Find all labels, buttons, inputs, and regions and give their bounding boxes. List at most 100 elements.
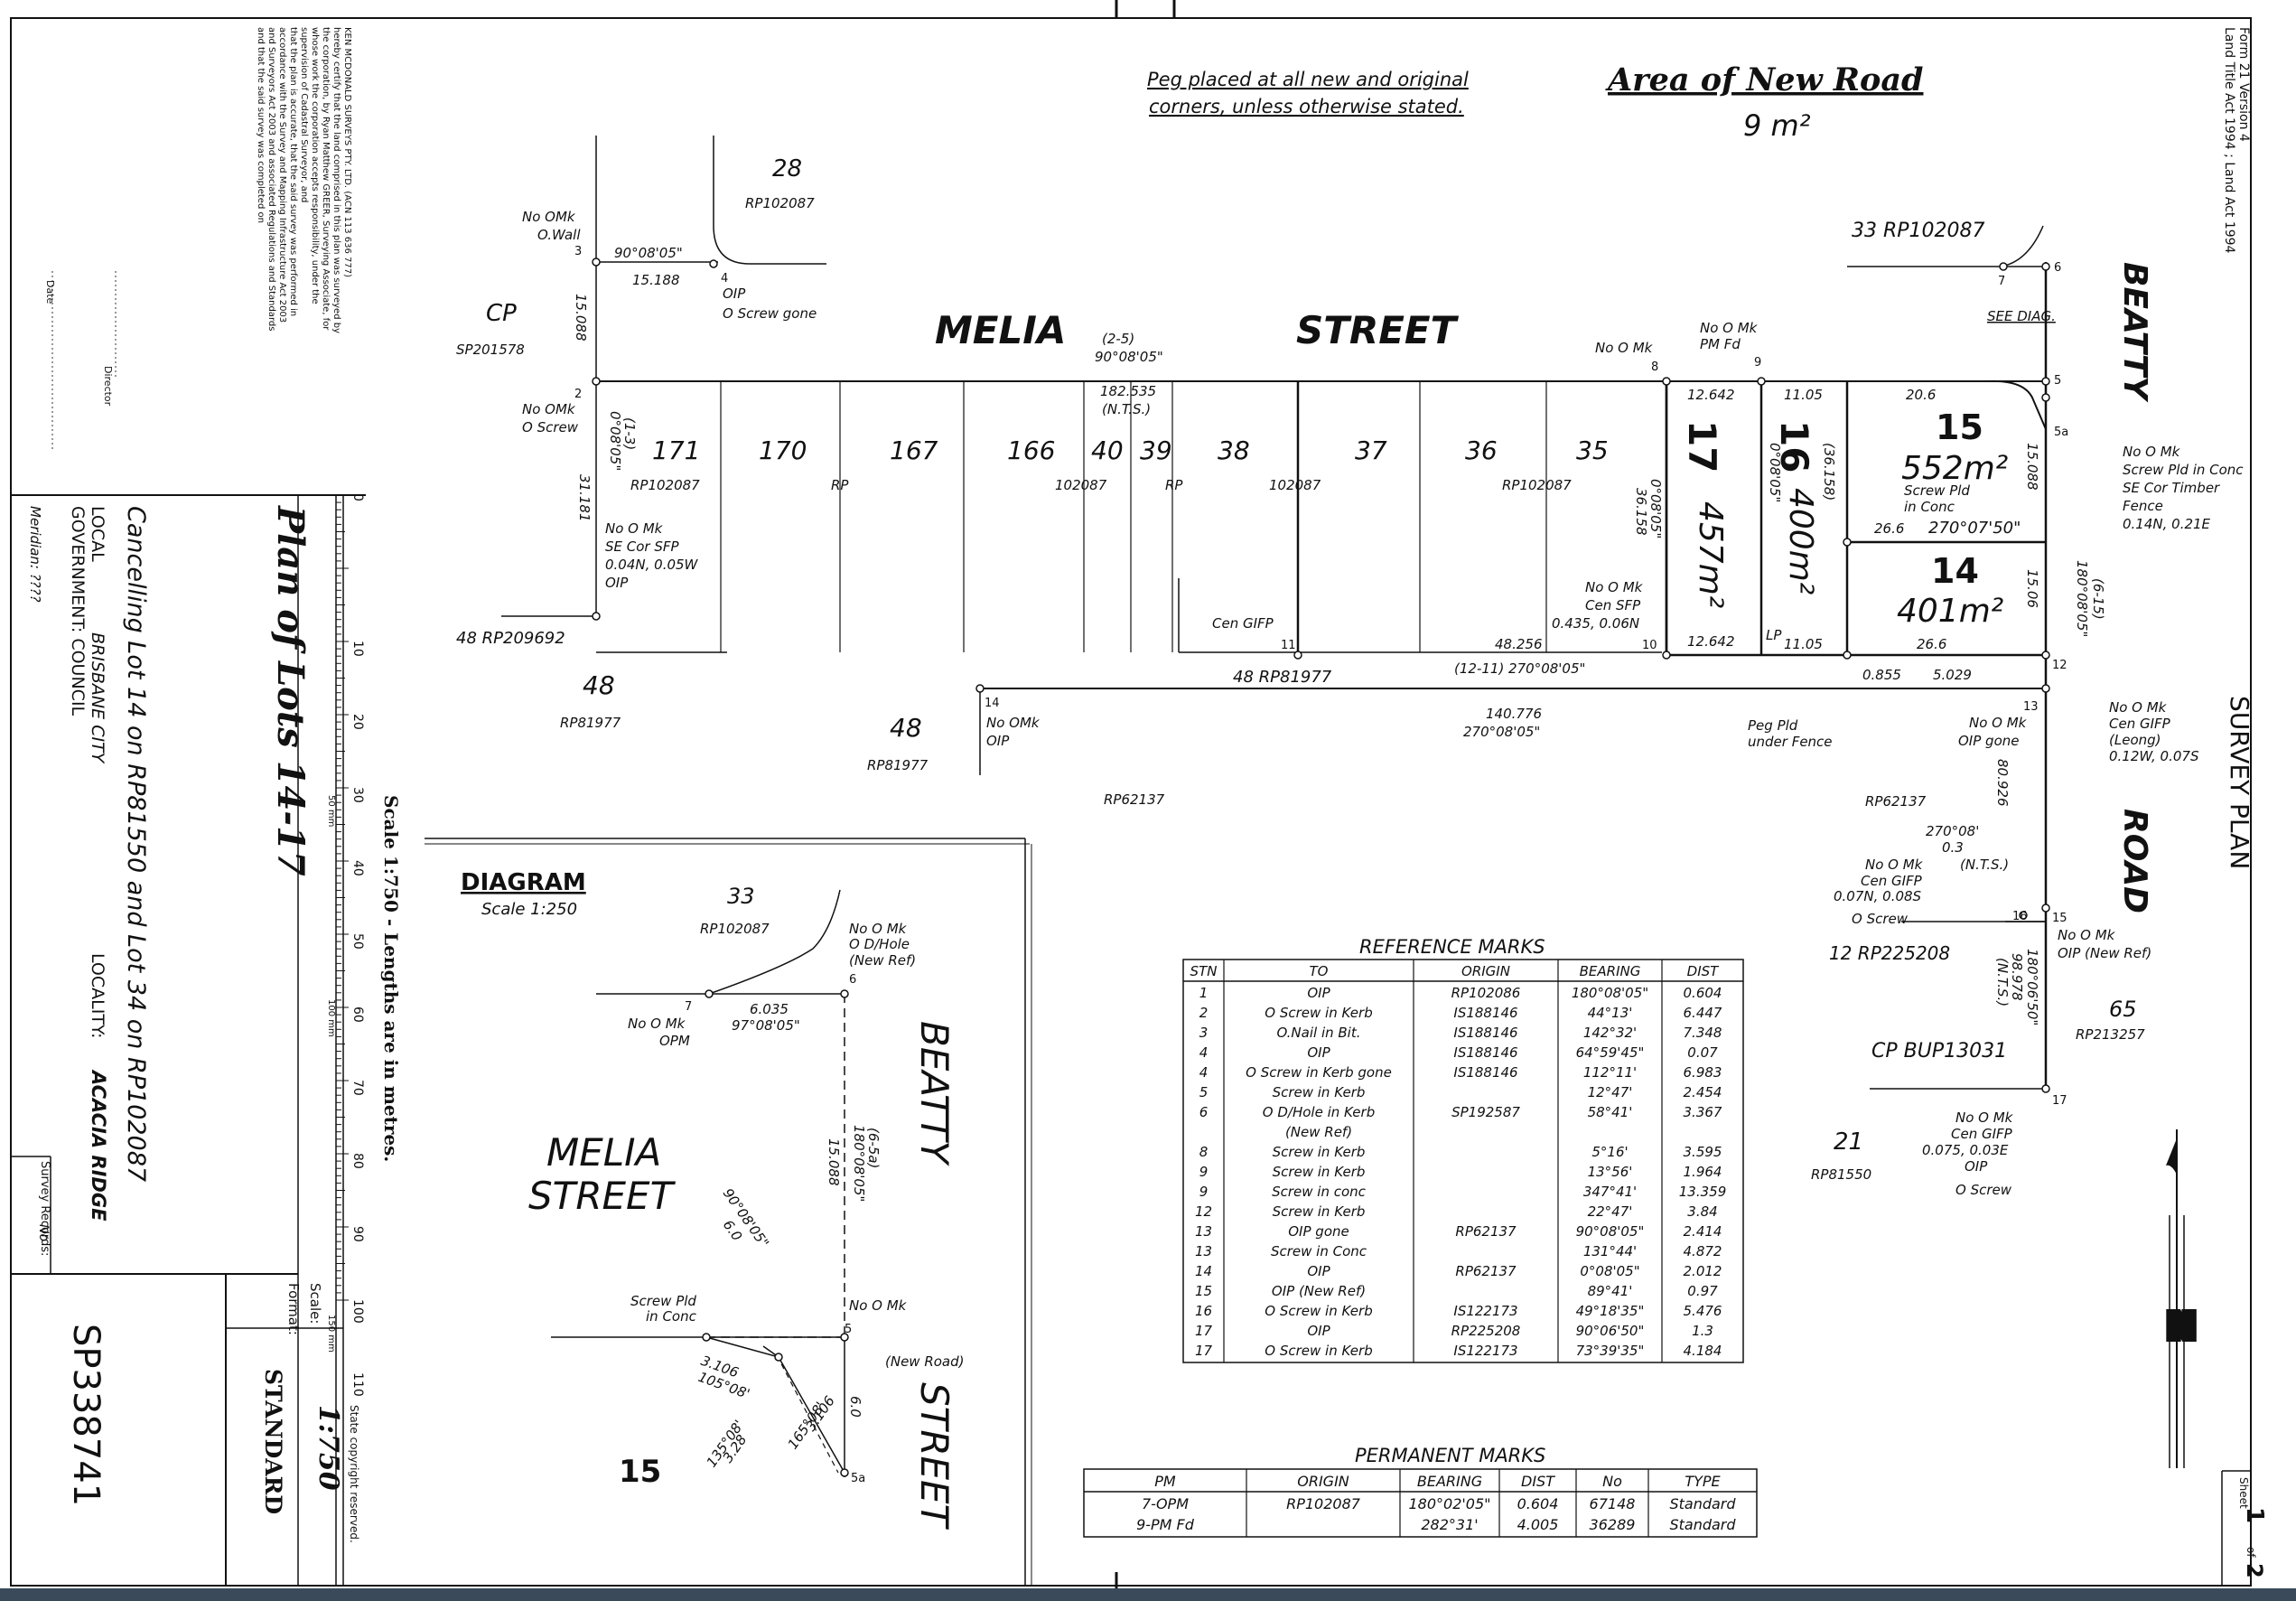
table-cell: 4: [1199, 1064, 1209, 1081]
sheet-total: 2: [2242, 1563, 2267, 1578]
plan-label: SP201578: [456, 342, 525, 358]
table-cell: 4.005: [1517, 1516, 1559, 1533]
point-label: 4: [721, 272, 728, 286]
plan-label: 270°07'50": [1928, 519, 2021, 538]
plan-label: 0.14N, 0.21E: [2123, 516, 2211, 532]
date-label: Date: [44, 280, 56, 304]
point-label: 10: [1642, 639, 1657, 652]
table-cell: IS122173: [1453, 1303, 1517, 1319]
table-cell: 4.872: [1684, 1243, 1722, 1259]
table-cell: 13: [1195, 1223, 1212, 1240]
plan-number: SP338741: [65, 1324, 107, 1506]
table-cell: 9: [1199, 1164, 1209, 1180]
lot-17-area: 457m²: [1692, 501, 1729, 608]
plan-label: 11.05: [1784, 636, 1823, 652]
plan-label: No O Mk: [605, 520, 664, 537]
scale-note: Scale 1:750 - Lengths are in metres.: [380, 795, 402, 1162]
diagram-label: 33: [727, 884, 755, 909]
table-cell: 13.359: [1679, 1184, 1727, 1200]
table-cell: RP62137: [1455, 1223, 1517, 1240]
ruler-label: 20: [350, 714, 365, 730]
plan-label: PM Fd: [1700, 336, 1741, 352]
plan-label: O Screw: [522, 419, 579, 435]
plan-label: 0.435, 0.06N: [1552, 615, 1639, 632]
lot-label: 170: [759, 435, 807, 465]
point-label: 11: [1281, 639, 1296, 652]
table-cell: 13: [1195, 1243, 1212, 1259]
plan-label: 270°08'05": [1463, 724, 1540, 740]
plan-label: No OMk: [522, 209, 576, 225]
plan-label: CP: [486, 300, 517, 327]
table-cell: Standard: [1669, 1516, 1736, 1533]
lot-label: 39: [1140, 435, 1172, 465]
plan-label: OIP: [723, 286, 746, 302]
diagram-label: 97°08'05": [732, 1017, 800, 1034]
area-title: Area of New Road: [1605, 61, 1923, 98]
plan-label: Fence: [2123, 498, 2163, 514]
act-line-1: Land Title Act 1994 ; Land Act 1994: [2222, 27, 2236, 254]
lot-15: 15: [1936, 407, 1983, 447]
point-label: 2: [574, 388, 582, 401]
certificate-line: that the plan is accurate, that the said…: [288, 27, 298, 316]
certificate-line: whose work the corporation accepts respo…: [310, 27, 320, 304]
table-cell: 2: [1199, 1005, 1209, 1021]
plan-border: [10, 17, 2252, 1587]
plan-label: 48: [583, 670, 615, 700]
diagram-label: No O Mk: [849, 1297, 908, 1314]
plan-label: 65: [2109, 997, 2137, 1022]
copyright: State copyright reserved.: [348, 1405, 360, 1543]
table-cell: 2.454: [1684, 1084, 1722, 1100]
plan-label: (1-3): [621, 417, 638, 450]
right-margin: Land Title Act 1994 ; Land Act 1994 Form…: [2163, 27, 2268, 1586]
table-header-cell: ORIGIN: [1461, 963, 1510, 979]
plan-label: O Screw gone: [723, 305, 817, 322]
local-gov-line2: GOVERNMENT: COUNCIL: [68, 506, 88, 716]
area-value: 9 m²: [1743, 108, 1811, 143]
ruler-unit: 150 mm: [326, 1315, 336, 1353]
road-road: ROAD: [2116, 809, 2153, 913]
lot-14-area: 401m²: [1897, 593, 2003, 630]
table-cell: Screw in Kerb: [1273, 1144, 1366, 1160]
lot-16: 16: [1772, 420, 1816, 473]
diagram-point-label: 5: [845, 1323, 852, 1336]
table-cell: 58°41': [1588, 1104, 1633, 1120]
diagram-point-label: 7: [685, 1000, 692, 1014]
plan-label: RP81550: [1811, 1166, 1871, 1183]
table-cell: 3: [1199, 1025, 1209, 1041]
table-cell: 0.07: [1687, 1044, 1718, 1061]
table-cell: 73°39'35": [1576, 1343, 1645, 1359]
table-cell: 12°47': [1588, 1084, 1633, 1100]
ruler-unit: 50 mm: [326, 795, 336, 827]
plan-label: 12.642: [1687, 387, 1735, 403]
plan-label: 26.6: [1874, 520, 1904, 537]
table-cell: Screw in Conc: [1271, 1243, 1367, 1259]
plan-label: 48 RP209692: [456, 629, 565, 648]
plan-label: 15.06: [2024, 569, 2040, 608]
plan-label: RP81977: [560, 715, 621, 731]
plan-label: RP: [831, 477, 849, 493]
table-cell: 0.604: [1684, 985, 1722, 1001]
plan-label: Cen SFP: [1585, 597, 1641, 613]
table-cell: Screw in conc: [1272, 1184, 1367, 1200]
table-cell: SP192587: [1451, 1104, 1520, 1120]
lot-label: 167: [890, 435, 938, 465]
plan-label: (36.158): [1821, 443, 1837, 501]
plan-label: 0.855: [1862, 667, 1901, 683]
plan-label: OIP: [986, 733, 1010, 749]
plan-label: 15.088: [2024, 443, 2040, 491]
table-cell: RP102087: [1286, 1495, 1361, 1512]
table-cell: 6.447: [1684, 1005, 1722, 1021]
plan-label: O Screw: [1852, 911, 1909, 927]
lot-16-area: 400m²: [1782, 488, 1819, 595]
table-cell: Screw in Kerb: [1273, 1164, 1366, 1180]
plan-label: OIP: [605, 575, 629, 591]
diagram-label: No O Mk: [628, 1016, 686, 1032]
table-header-cell: DIST: [1687, 963, 1720, 979]
plan-label: 0°08'05": [607, 411, 623, 471]
diagram-label: 180°08'05": [851, 1125, 867, 1202]
plan-label: 20.6: [1906, 387, 1936, 403]
survey-points: [592, 257, 2050, 1093]
header-notes: Peg placed at all new and original corne…: [1147, 61, 1923, 143]
street-street: STREET: [1296, 308, 1460, 352]
plan-label: Screw Pld: [1904, 482, 1970, 499]
